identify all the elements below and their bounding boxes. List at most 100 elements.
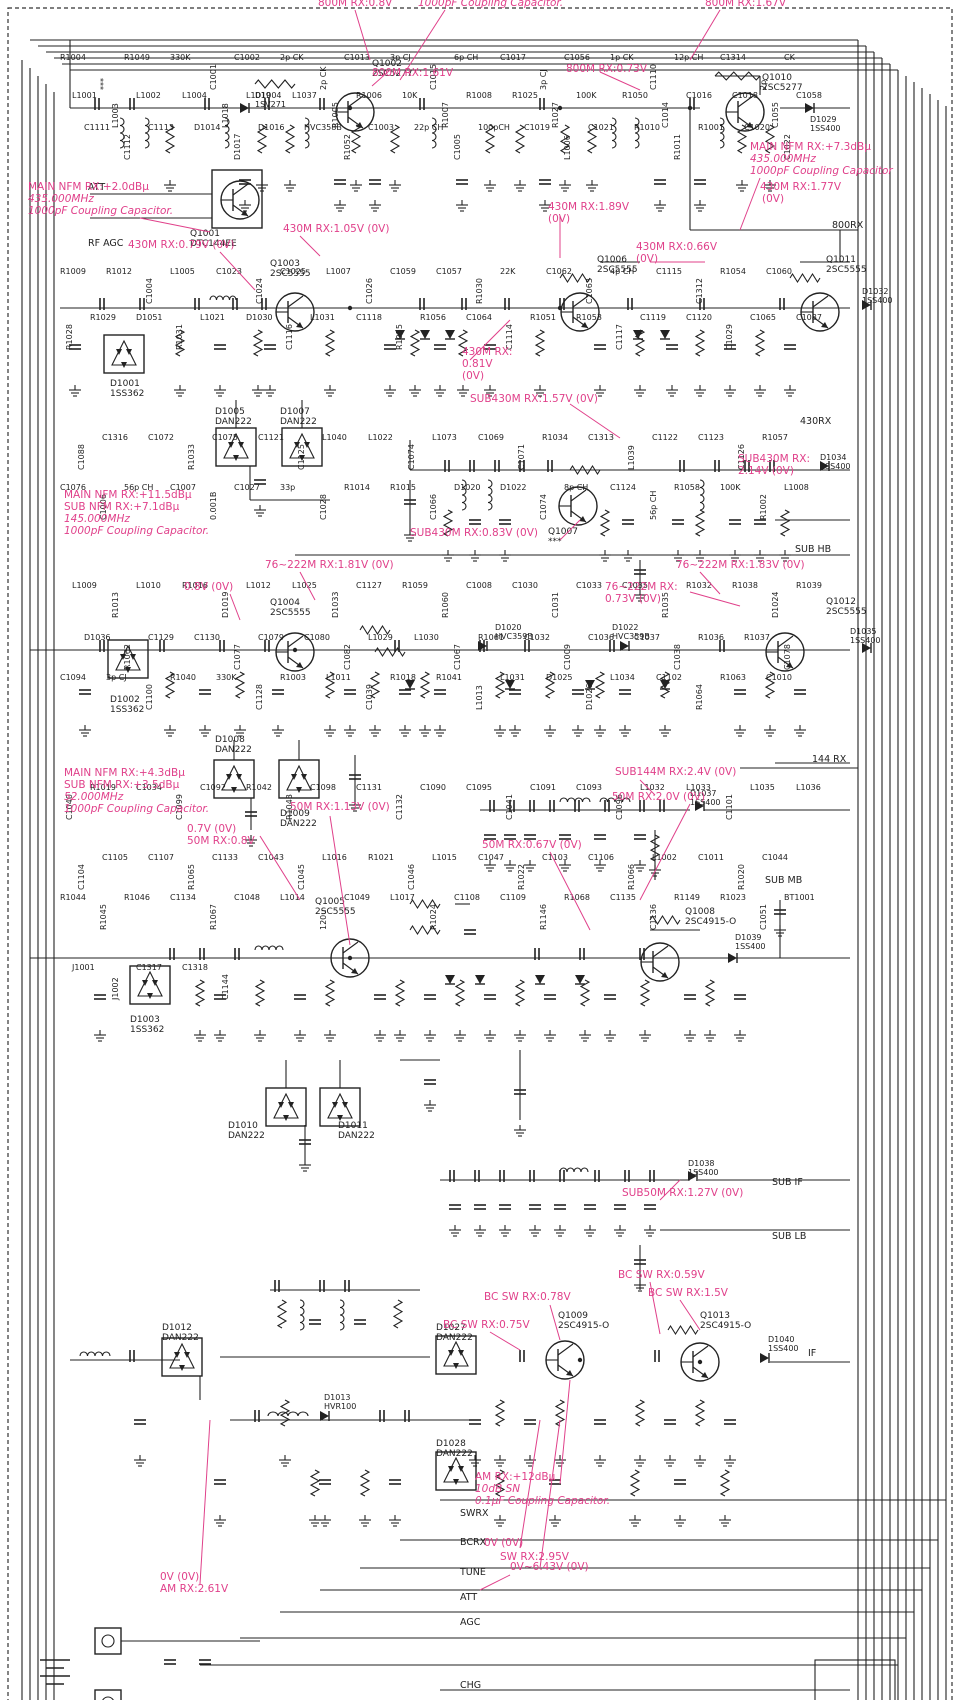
ground-symbol (684, 1030, 696, 1042)
ground-symbol (474, 1225, 486, 1237)
ground-symbol (369, 200, 381, 212)
capacitor-symbol (547, 460, 553, 472)
component-label: C1101 (725, 794, 734, 820)
ground-symbol (514, 1125, 526, 1137)
voltage-annotation: 2.14V (0V) (738, 465, 794, 477)
component-label: C1092 (200, 783, 226, 792)
component-label: L1019 (246, 91, 271, 100)
component-label: L1011 (326, 673, 351, 682)
component-label: R1014 (344, 483, 370, 492)
voltage-annotation: 1000pF Coupling Capacitor. (28, 205, 173, 217)
ground-symbol (534, 385, 546, 397)
capacitor-symbol (619, 689, 631, 695)
diode-ref: D1013 (324, 1393, 351, 1402)
component-label: R1019 (90, 783, 116, 792)
diode-array-part: DAN222 (215, 745, 252, 755)
bus-label: RF AGC (88, 238, 124, 249)
capacitor-symbol (349, 774, 361, 780)
voltage-annotation: SUB NFM RX:+3.5dBμ (64, 779, 180, 791)
bus-label: SUB MB (765, 875, 802, 886)
component-label: C1047 (478, 853, 504, 862)
capacitor-symbol (622, 519, 634, 525)
capacitor-symbol (264, 98, 270, 110)
component-label: L1039 (627, 445, 636, 470)
transistor-symbol (560, 292, 600, 332)
wiring-layer (21, 39, 947, 1700)
component-label: L1009 (72, 581, 97, 590)
component-label: 3p CJ (106, 673, 127, 682)
voltage-annotation: 435.000MHz (28, 193, 94, 205)
capacitor-symbol (424, 1079, 436, 1085)
transistor-part: 2SC5555 (270, 608, 311, 618)
voltage-annotation: SUB430M RX:0.83V (0V) (410, 527, 538, 539)
junction-dot (687, 105, 693, 111)
resistor-symbol (374, 646, 406, 658)
transistor-symbol (545, 1340, 585, 1380)
capacitor-symbol (729, 519, 741, 525)
capacitor-symbol (199, 689, 211, 695)
component-label: R1021 (368, 853, 394, 862)
component-label: R1010 (634, 123, 660, 132)
diode-array-ref: D1007 (280, 407, 310, 417)
component-label: C1043 (258, 853, 284, 862)
annotation-leader (569, 403, 621, 439)
inductor-symbol (559, 1167, 589, 1173)
inductor-symbol (699, 479, 705, 511)
component-label: C1135 (610, 893, 636, 902)
component-label: C1065 (750, 313, 776, 322)
resistor-symbol (324, 329, 336, 357)
diode-part: 1SS400 (690, 798, 721, 807)
capacitor-symbol (769, 460, 775, 472)
ground-symbol (554, 1225, 566, 1237)
ground-symbol (634, 385, 646, 397)
component-label: C1051 (759, 904, 768, 930)
transistor-part: 2SC5555 (315, 907, 356, 917)
diode-symbol (585, 680, 595, 690)
transistor-symbol (275, 292, 315, 332)
resistor-symbol (754, 329, 766, 357)
component-label: L1031 (500, 673, 525, 682)
ground-symbol (604, 1030, 616, 1042)
component-label: D1051 (136, 313, 163, 322)
component-label: R1011 (673, 134, 682, 160)
component-label: R1051 (530, 313, 556, 322)
inductor-symbol (304, 117, 310, 149)
component-label: C1102 (656, 673, 682, 682)
component-label: C1045 (297, 864, 306, 890)
ground-symbol (234, 725, 246, 737)
capacitor-symbol (159, 640, 165, 652)
diode-array-ref: D1001 (110, 379, 140, 389)
transistor-ref: Q1009 (558, 1311, 588, 1321)
component-label: 1p CK (610, 53, 634, 62)
capacitor-symbol (539, 179, 551, 185)
voltage-annotation: 50M RX:1.13V (0V) (290, 801, 390, 813)
transistor-part: DTC144EE (190, 239, 237, 249)
voltage-annotation: BC SW RX:0.78V (484, 1291, 571, 1303)
ground-symbol (694, 385, 706, 397)
voltage-annotation: SUB144M RX:2.4V (0V) (615, 766, 736, 778)
ground-symbol (264, 385, 276, 397)
capacitor-symbol (509, 800, 515, 812)
bus-label: 800RX (832, 220, 864, 231)
diode-array-symbol (161, 1337, 203, 1377)
component-label: C1109 (500, 893, 526, 902)
diode-array-ref: D1012 (162, 1323, 192, 1333)
capacitor-symbol (639, 800, 645, 812)
capacitor-symbol (604, 800, 610, 812)
component-label: R1059 (402, 581, 428, 590)
capacitor-symbol (604, 994, 616, 1000)
inductor-symbol (611, 117, 617, 149)
diode-symbol (728, 953, 738, 963)
transistor-ref: Q1008 (685, 907, 715, 917)
component-label: *** (99, 78, 108, 90)
resistor-symbol (694, 329, 706, 357)
ground-symbol (334, 200, 346, 212)
component-label: C1312 (695, 278, 704, 304)
diode-part: HVR100 (324, 1402, 356, 1411)
diode-ref: D1020 (495, 623, 522, 632)
component-label: 330K (170, 53, 191, 62)
component-label: CK (784, 53, 796, 62)
diode-array-part: DAN222 (280, 819, 317, 829)
capacitor-symbol (794, 689, 806, 695)
capacitor-symbol (524, 834, 536, 840)
